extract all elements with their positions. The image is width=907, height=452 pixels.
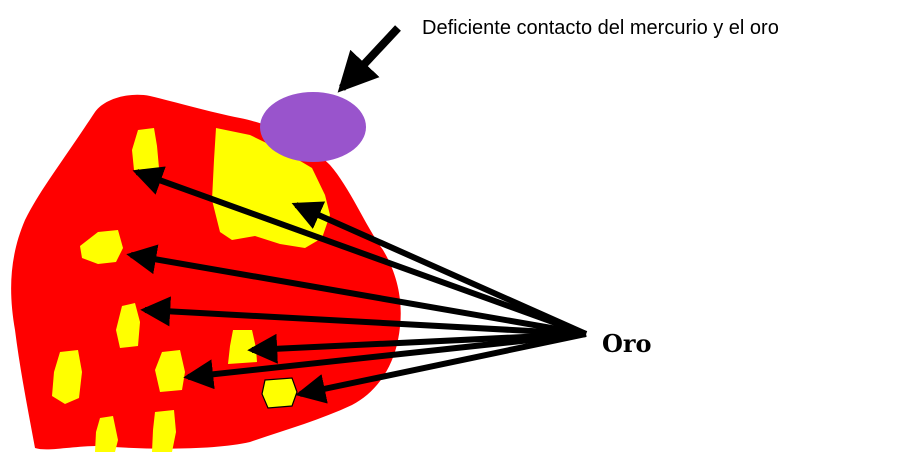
gold-particle bbox=[52, 350, 82, 404]
gold-label: Oro bbox=[602, 329, 652, 358]
mercury-droplet bbox=[260, 92, 366, 162]
arrow bbox=[132, 166, 588, 337]
arrow bbox=[295, 331, 587, 404]
gold-particle bbox=[132, 128, 159, 170]
mercury-pointer-arrow bbox=[337, 25, 401, 93]
gold-particle bbox=[116, 303, 140, 348]
gold-particle bbox=[80, 230, 123, 264]
gold-particle bbox=[261, 377, 298, 409]
arrow bbox=[183, 331, 587, 390]
gold-pointer-arrows bbox=[126, 166, 588, 404]
gold-particle bbox=[95, 416, 118, 452]
gold-particle bbox=[152, 410, 176, 452]
arrow bbox=[126, 244, 587, 337]
arrow bbox=[247, 331, 587, 364]
arrow bbox=[140, 296, 587, 337]
arrow bbox=[291, 201, 588, 337]
gold-particle bbox=[155, 350, 185, 392]
mercury-contact-label: Deficiente contacto del mercurio y el or… bbox=[422, 17, 779, 39]
